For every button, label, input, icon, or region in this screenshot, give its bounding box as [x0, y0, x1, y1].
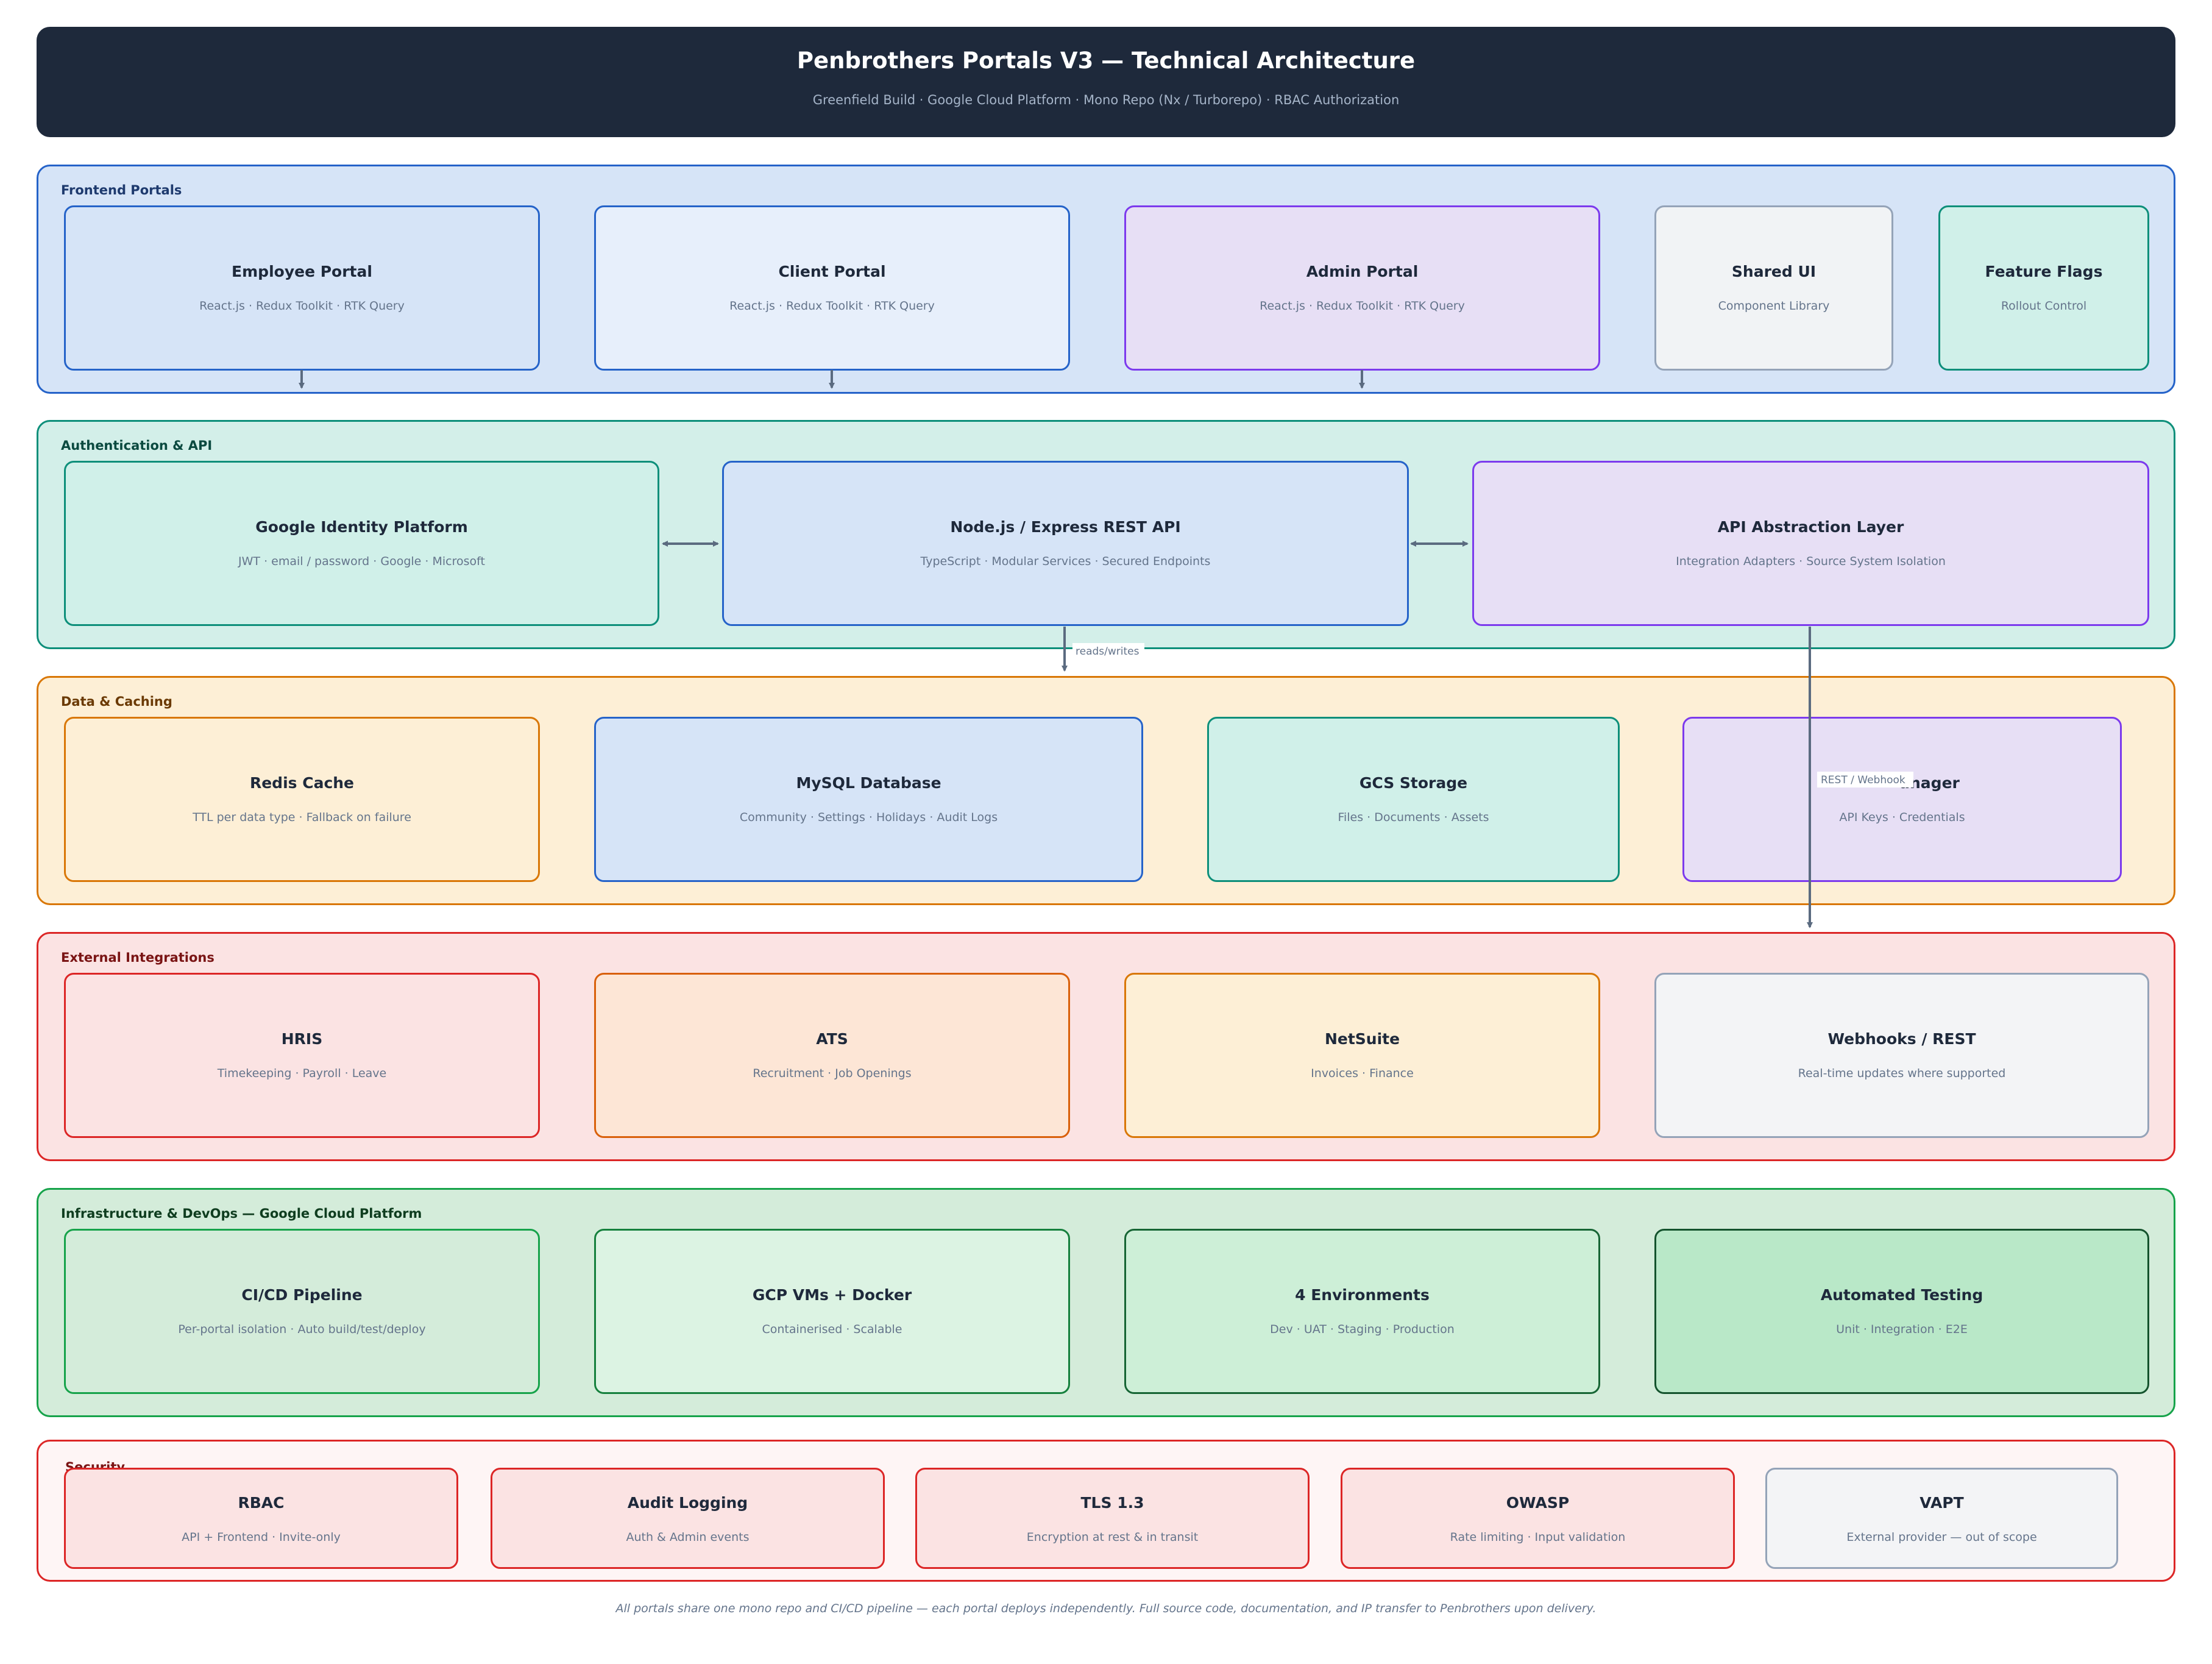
card-mysql-database: MySQL Database Community · Settings · Ho… — [594, 717, 1143, 882]
header-banner: Penbrothers Portals V3 — Technical Archi… — [37, 27, 2175, 137]
card-redis-cache: Redis Cache TTL per data type · Fallback… — [64, 717, 540, 882]
card-rbac: RBAC API + Frontend · Invite-only — [64, 1468, 458, 1569]
card-title: Automated Testing — [1820, 1286, 1983, 1304]
card-subtitle: TypeScript · Modular Services · Secured … — [920, 555, 1211, 568]
card-subtitle: Auth & Admin events — [626, 1531, 750, 1544]
card-title: Redis Cache — [249, 774, 355, 792]
footnote: All portals share one mono repo and CI/C… — [615, 1602, 1597, 1615]
card-4-environments: 4 Environments Dev · UAT · Staging · Pro… — [1124, 1229, 1600, 1394]
card-title: GCP VMs + Docker — [752, 1286, 912, 1304]
card-subtitle: Encryption at rest & in transit — [1026, 1531, 1199, 1544]
card-subtitle: Rollout Control — [2001, 299, 2087, 313]
card-netsuite: NetSuite Invoices · Finance — [1124, 973, 1600, 1138]
card-webhooks-rest: Webhooks / REST Real-time updates where … — [1654, 973, 2149, 1138]
card-ci-cd-pipeline: CI/CD Pipeline Per-portal isolation · Au… — [64, 1229, 540, 1394]
card-client-portal: Client Portal React.js · Redux Toolkit ·… — [594, 205, 1070, 371]
card-employee-portal: Employee Portal React.js · Redux Toolkit… — [64, 205, 540, 371]
card-subtitle: Integration Adapters · Source System Iso… — [1676, 555, 1946, 568]
card-title: API Abstraction Layer — [1717, 518, 1904, 536]
card-feature-flags: Feature Flags Rollout Control — [1938, 205, 2149, 371]
card-title: CI/CD Pipeline — [241, 1286, 363, 1304]
card-shared-ui: Shared UI Component Library — [1654, 205, 1893, 371]
section-data-caching: Data & Caching Redis Cache TTL per data … — [37, 676, 2175, 905]
card-title: anager — [1899, 774, 1960, 792]
card-hris: HRIS Timekeeping · Payroll · Leave — [64, 973, 540, 1138]
card-gcs-storage: GCS Storage Files · Documents · Assets — [1207, 717, 1620, 882]
card-title: ATS — [816, 1030, 848, 1048]
section-infrastructure-devops: Infrastructure & DevOps — Google Cloud P… — [37, 1188, 2175, 1417]
card-title: Node.js / Express REST API — [950, 518, 1181, 536]
card-secret-manager: anager API Keys · Credentials — [1682, 717, 2122, 882]
card-subtitle: External provider — out of scope — [1846, 1531, 2037, 1544]
card-title: RBAC — [238, 1494, 285, 1512]
section-frontend-portals: Frontend Portals Employee Portal React.j… — [37, 165, 2175, 394]
diagram-title: Penbrothers Portals V3 — Technical Archi… — [796, 48, 1416, 74]
card-title: HRIS — [281, 1030, 323, 1048]
card-subtitle: API Keys · Credentials — [1839, 811, 1965, 824]
card-title: NetSuite — [1324, 1030, 1400, 1048]
card-tls: TLS 1.3 Encryption at rest & in transit — [915, 1468, 1310, 1569]
card-subtitle: Timekeeping · Payroll · Leave — [217, 1067, 387, 1080]
card-subtitle: Recruitment · Job Openings — [753, 1067, 912, 1080]
card-title: Audit Logging — [627, 1494, 748, 1512]
card-subtitle: Invoices · Finance — [1311, 1067, 1414, 1080]
card-subtitle: Rate limiting · Input validation — [1450, 1531, 1626, 1544]
card-subtitle: Real-time updates where supported — [1798, 1067, 2006, 1080]
section-external-integrations: External Integrations HRIS Timekeeping ·… — [37, 932, 2175, 1161]
card-subtitle: Component Library — [1718, 299, 1830, 313]
card-title: 4 Environments — [1295, 1286, 1430, 1304]
card-subtitle: Dev · UAT · Staging · Production — [1270, 1323, 1455, 1336]
card-title: Feature Flags — [1985, 263, 2103, 280]
card-subtitle: React.js · Redux Toolkit · RTK Query — [1260, 299, 1465, 313]
card-subtitle: Per-portal isolation · Auto build/test/d… — [178, 1323, 426, 1336]
card-ats: ATS Recruitment · Job Openings — [594, 973, 1070, 1138]
card-subtitle: Files · Documents · Assets — [1338, 811, 1489, 824]
card-title: OWASP — [1506, 1494, 1570, 1512]
card-title: Webhooks / REST — [1827, 1030, 1976, 1048]
card-title: TLS 1.3 — [1080, 1494, 1144, 1512]
card-title: Client Portal — [778, 263, 886, 280]
section-title: Infrastructure & DevOps — Google Cloud P… — [61, 1206, 422, 1221]
card-subtitle: TTL per data type · Fallback on failure — [193, 811, 411, 824]
card-gcp-vms-docker: GCP VMs + Docker Containerised · Scalabl… — [594, 1229, 1070, 1394]
card-subtitle: Containerised · Scalable — [762, 1323, 902, 1336]
card-owasp: OWASP Rate limiting · Input validation — [1341, 1468, 1735, 1569]
card-google-identity-platform: Google Identity Platform JWT · email / p… — [64, 461, 659, 626]
card-subtitle: React.js · Redux Toolkit · RTK Query — [199, 299, 405, 313]
card-subtitle: JWT · email / password · Google · Micros… — [238, 555, 485, 568]
card-title: Admin Portal — [1306, 263, 1419, 280]
card-title: Google Identity Platform — [255, 518, 468, 536]
section-authentication-api: Authentication & API Google Identity Pla… — [37, 420, 2175, 649]
card-title: MySQL Database — [796, 774, 941, 792]
section-title: Frontend Portals — [61, 183, 182, 197]
card-subtitle: API + Frontend · Invite-only — [182, 1531, 341, 1544]
card-vapt: VAPT External provider — out of scope — [1765, 1468, 2118, 1569]
card-title: Shared UI — [1731, 263, 1817, 280]
card-subtitle: React.js · Redux Toolkit · RTK Query — [729, 299, 935, 313]
diagram-subtitle: Greenfield Build · Google Cloud Platform… — [812, 93, 1400, 107]
card-subtitle: Unit · Integration · E2E — [1836, 1323, 1968, 1336]
card-rest-api: Node.js / Express REST API TypeScript · … — [722, 461, 1409, 626]
section-security: Security RBAC API + Frontend · Invite-on… — [37, 1440, 2175, 1582]
card-subtitle: Community · Settings · Holidays · Audit … — [739, 811, 998, 824]
section-title: Authentication & API — [61, 438, 213, 453]
card-automated-testing: Automated Testing Unit · Integration · E… — [1654, 1229, 2149, 1394]
card-admin-portal: Admin Portal React.js · Redux Toolkit · … — [1124, 205, 1600, 371]
card-audit-logging: Audit Logging Auth & Admin events — [491, 1468, 885, 1569]
section-title: External Integrations — [61, 950, 214, 965]
card-title: Employee Portal — [232, 263, 372, 280]
card-api-abstraction-layer: API Abstraction Layer Integration Adapte… — [1472, 461, 2149, 626]
card-title: VAPT — [1920, 1494, 1964, 1512]
card-title: GCS Storage — [1359, 774, 1468, 792]
section-title: Data & Caching — [61, 694, 172, 709]
